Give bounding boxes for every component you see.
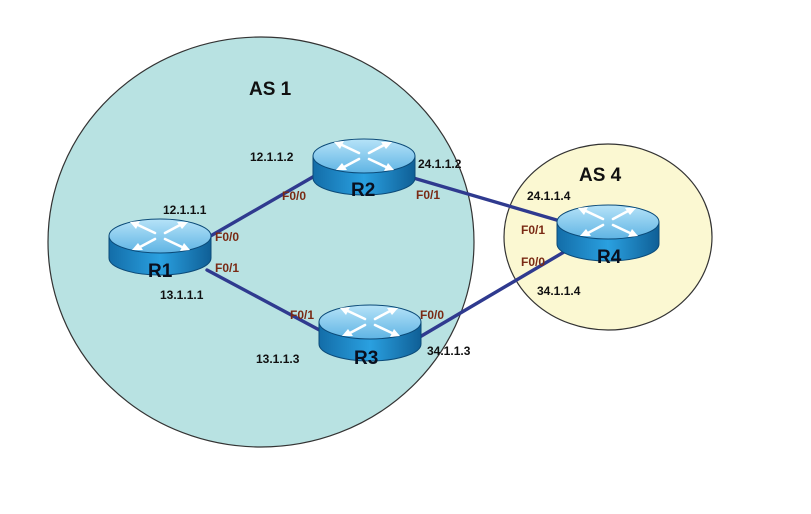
ip-label: 13.1.1.1 [160,288,204,302]
link-r1-r3 [205,268,327,335]
link-r2-r4 [408,175,562,223]
ip-label: 24.1.1.2 [418,157,462,171]
link-r1-r2 [205,172,320,240]
ip-label: 34.1.1.4 [537,284,581,298]
ip-label: 13.1.1.3 [256,352,300,366]
port-label: F0/1 [416,188,440,202]
router-label-r2: R2 [351,180,375,201]
port-label: F0/0 [282,189,306,203]
port-label: F0/1 [215,261,239,275]
ip-label: 34.1.1.3 [427,344,471,358]
ip-label: 12.1.1.2 [250,150,294,164]
port-label: F0/0 [521,255,545,269]
router-label-r3: R3 [354,348,378,369]
port-label: F0/1 [290,308,314,322]
ip-label: 24.1.1.4 [527,189,571,203]
link-r3-r4 [416,250,566,340]
ip-label: 12.1.1.1 [163,203,207,217]
port-label: F0/0 [215,230,239,244]
port-label: F0/1 [521,223,545,237]
router-label-r1: R1 [148,261,173,282]
port-label: F0/0 [420,308,444,322]
as4-label: AS 4 [579,165,622,186]
as1-label: AS 1 [249,79,292,100]
router-label-r4: R4 [597,247,622,268]
